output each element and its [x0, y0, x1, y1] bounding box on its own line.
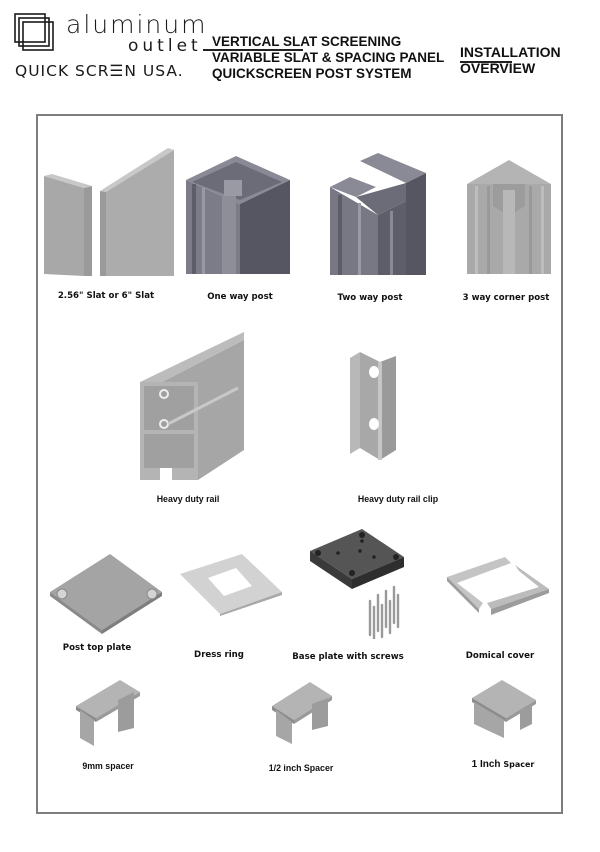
section-title-line-2: OVERVIEW: [460, 60, 536, 76]
nested-squares-logo-icon: [14, 13, 58, 53]
title-underline: [203, 49, 303, 51]
logo-wordmark-aluminum: aluminum: [66, 10, 208, 39]
domical-cover-icon: [447, 557, 549, 615]
caption-rail-clip: Heavy duty rail clip: [357, 494, 439, 504]
caption-spacer-1in-bold: 1 Inch: [471, 759, 501, 770]
tagline-text-b: N USA.: [124, 62, 184, 80]
title-line-3: QUICKSCREEN POST SYSTEM: [212, 66, 412, 81]
caption-slat: 2.56" Slat or 6" Slat: [57, 291, 155, 301]
two-way-post-icon: [330, 153, 426, 275]
title-line-1: VERTICAL SLAT SCREENING: [212, 34, 402, 49]
corner-post-icon: [467, 160, 551, 274]
slat-icon: [44, 148, 174, 276]
rail-icon: [140, 332, 244, 480]
spacer-icon: [272, 682, 332, 744]
document-title-block: VERTICAL SLAT SCREENING VARIABLE SLAT & …: [212, 34, 444, 82]
dress-ring-icon: [180, 554, 282, 616]
caption-spacer-9mm: 9mm spacer: [82, 761, 134, 771]
title-line-2: VARIABLE SLAT & SPACING PANEL: [212, 50, 445, 65]
spacer-icon: [472, 680, 536, 738]
caption-spacer-1in: 1 Inch Spacer: [472, 759, 535, 770]
caption-domical-cover: Domical cover: [465, 651, 535, 661]
caption-rail: Heavy duty rail: [156, 494, 220, 504]
rail-clip-icon: [350, 352, 396, 460]
logo-wordmark-outlet: outlet: [128, 36, 202, 56]
top-plate-icon: [50, 554, 162, 634]
caption-one-way-post: One way post: [207, 292, 273, 302]
section-title-line-1: INSTALLATION: [460, 44, 561, 60]
section-title: INSTALLATION OVERVIEW: [460, 44, 561, 76]
triple-bar-e-icon: ☰: [109, 62, 125, 80]
caption-base-plate: Base plate with screws: [292, 652, 404, 662]
caption-spacer-half: 1/2 inch Spacer: [268, 763, 334, 773]
base-plate-icon: [310, 529, 404, 639]
caption-top-plate: Post top plate: [62, 643, 132, 653]
section-title-underline: [460, 61, 512, 63]
logo-tagline: QUICK SCR☰N USA.: [15, 62, 184, 80]
spacer-icon: [76, 680, 140, 746]
components-frame: [36, 114, 563, 814]
caption-two-way-post: Two way post: [337, 293, 403, 303]
caption-dress-ring: Dress ring: [194, 650, 244, 660]
one-way-post-icon: [186, 156, 290, 274]
caption-spacer-1in-rest: Spacer: [500, 760, 535, 769]
tagline-text-a: QUICK SCR: [15, 62, 110, 80]
caption-corner-post: 3 way corner post: [462, 293, 550, 303]
